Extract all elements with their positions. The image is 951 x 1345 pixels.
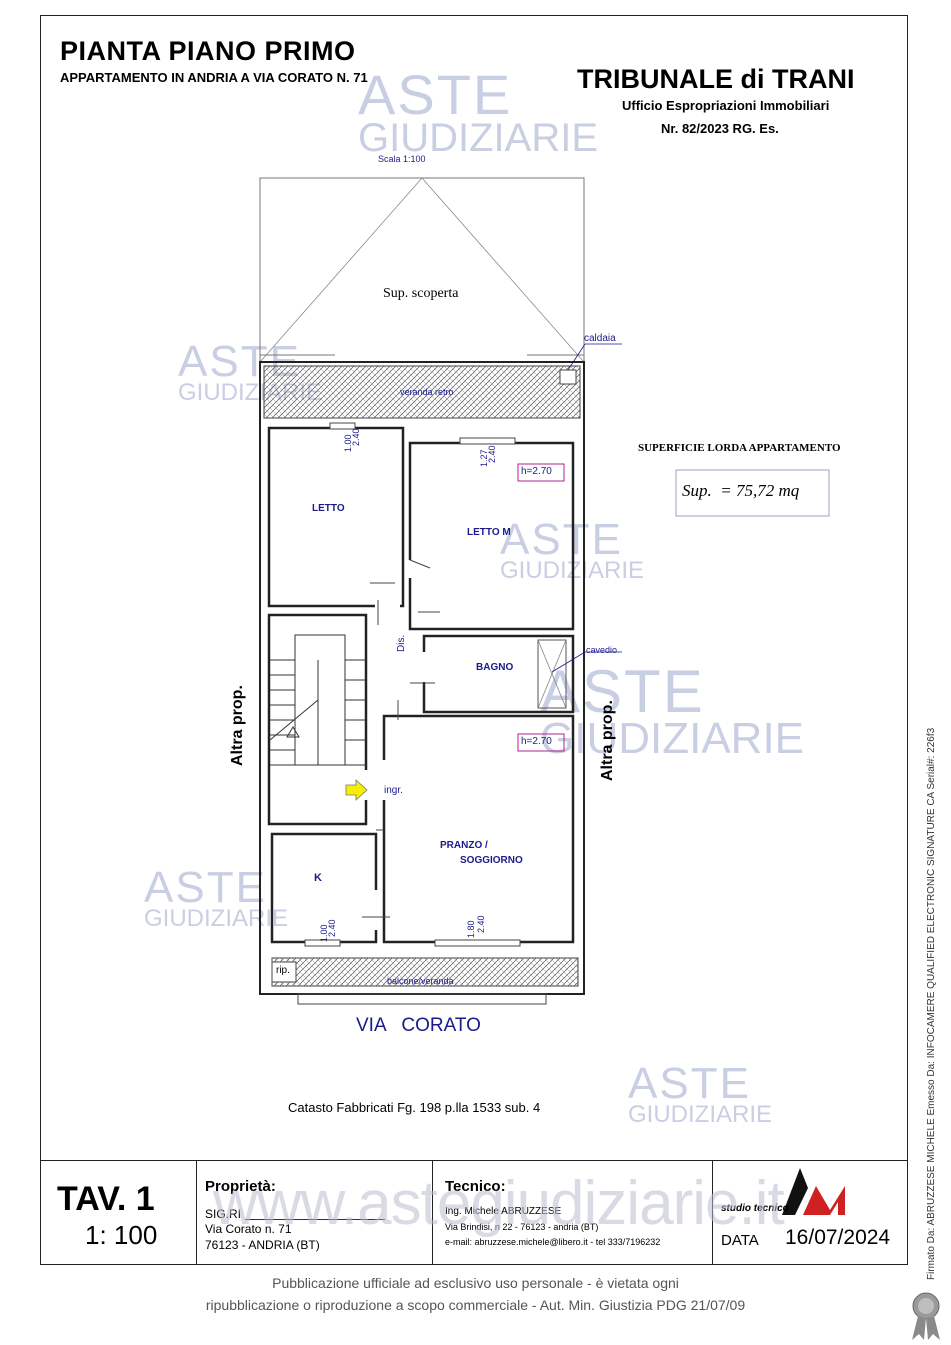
room-pranzo-label: PRANZO / [440,840,488,851]
cavedio-shaft [537,639,567,709]
surface-heading: SUPERFICIE LORDA APPARTAMENTO [638,442,841,454]
room-pranzo [382,714,575,944]
height-tag: h=2.70 [521,466,552,477]
room-soggiorno-label: SOGGIORNO [460,855,523,866]
cadastre-label: Catasto Fabbricati Fg. 198 p.lla 1533 su… [288,1100,541,1115]
case-number: Nr. 82/2023 RG. Es. [661,121,779,136]
studio-label: studio tecnico [721,1203,789,1214]
window-width-label: 1.27 [479,449,489,467]
footer-line-1: Pubblicazione ufficiale ad esclusivo uso… [272,1275,679,1291]
window-width-label: 1.00 [319,924,329,942]
technician-label: Tecnico: [445,1178,506,1195]
room-letto-label: LETTO [312,503,345,514]
stairs [269,634,366,766]
technician-contact: e-mail: abruzzese.michele@libero.it - te… [445,1237,661,1247]
room-bagno [422,634,575,714]
window-height-label: 2.40 [327,919,337,937]
room-bagno-label: BAGNO [476,662,514,673]
cavedio-label: cavedio [586,645,618,655]
date-label: DATA [721,1232,759,1249]
rear-veranda [263,365,581,419]
right-neighbor-label: Altra prop. [599,700,616,781]
balcony-label: balcone/veranda [387,976,454,986]
sheet-scale: 1: 100 [85,1220,158,1250]
court-office: Ufficio Espropriazioni Immobiliari [622,98,830,113]
page-title: PIANTA PIANO PRIMO [60,36,356,66]
window-height-label: 2.40 [351,428,361,446]
owner-label: Proprietà: [205,1178,276,1195]
rear-veranda-label: veranda retro [400,387,454,397]
surface-box [675,469,830,517]
window-width-label: 1.80 [466,920,476,938]
boiler-label: caldaia [584,333,616,344]
boiler [559,369,577,385]
open-area-label: Sup. scoperta [383,286,459,301]
window-height-label: 2.40 [487,445,497,463]
court-name: TRIBUNALE di TRANI [577,64,855,94]
open-area [259,177,585,363]
window-width-label: 1.00 [343,434,353,452]
technician-name: Ing. Michele ABRUZZESE [445,1206,562,1217]
room-letto-m-label: LETTO M [467,527,511,538]
storage-label: rip. [276,965,290,976]
digital-signature-note: Firmato Da: ABRUZZESE MICHELE Emesso Da:… [926,727,937,1280]
page-subtitle: APPARTAMENTO IN ANDRIA A VIA CORATO N. 7… [60,70,368,85]
surface-value: Sup. = 75,72 mq [682,481,800,500]
owner-name: SIG.RI [205,1207,242,1221]
entrance-label: ingr. [384,785,403,796]
scale-label: Scala 1:100 [378,154,426,164]
height-tag: h=2.70 [521,736,552,747]
entrance-arrow-icon [345,779,368,801]
title-block [40,1160,908,1265]
sheet-number: TAV. 1 [57,1180,155,1218]
street-label: VIA CORATO [356,1015,481,1036]
room-k-label: K [314,872,322,884]
left-neighbor-label: Altra prop. [229,685,246,766]
technician-address: Via Brindisi, n 22 - 76123 - andria (BT) [445,1222,599,1232]
watermark-site: www.astegiudiziarie.it [213,1169,785,1238]
owner-address: Via Corato n. 71 [205,1222,292,1236]
owner-city: 76123 - ANDRIA (BT) [205,1238,320,1252]
date-value: 16/07/2024 [785,1226,891,1249]
window-height-label: 2.40 [476,915,486,933]
seal-icon [912,1292,940,1340]
storage-rip [271,961,297,983]
room-letto [267,426,405,608]
room-dis-label: Dis. [396,635,407,652]
studio-logo-icon [782,1168,845,1215]
footer-line-2: ripubblicazione o riproduzione a scopo c… [205,1297,746,1313]
drawing-frame [40,15,908,1265]
